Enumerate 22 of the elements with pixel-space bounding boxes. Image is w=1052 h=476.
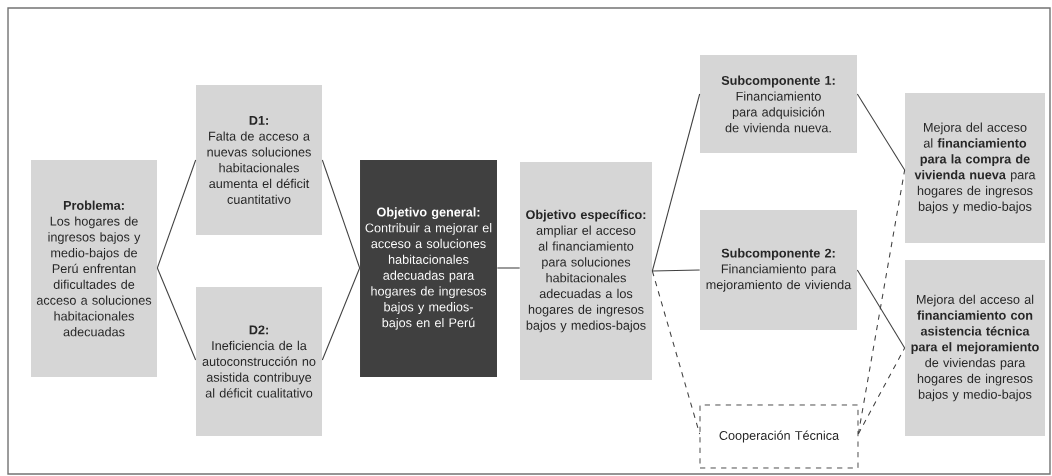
text-box: Subcomponente 2: Financiamiento para mejoramiento de vivienda (700, 210, 857, 330)
connector-line (857, 169, 906, 435)
connector-line (156, 159, 197, 269)
text-box: Mejora del acceso al financiamiento con asistencia técnica para el mejoramiento de viviendas para hogares de ingresos bajos y medio-bajos (905, 260, 1045, 436)
text-box: Problema: Los hogares de ingresos bajos y medio-bajos de Perú enfrentan dificultades de acceso a soluciones habitacionales adecuadas (31, 160, 157, 377)
connector-line (321, 159, 361, 269)
connector-line (651, 270, 701, 435)
dashed-box: Cooperación Técnica (699, 404, 859, 469)
connector-line (496, 267, 521, 269)
text-box: Subcomponente 1: Financiamiento para adquisición de vivienda nueva. (700, 55, 857, 153)
text-box: Objetivo específico: ampliar el acceso al financiamiento para soluciones habitacionales adecuadas a los hogares de ingresos bajos y medios-bajos (520, 162, 652, 380)
connector-line (857, 347, 906, 435)
text-box: D1: Falta de acceso a nuevas soluciones habitacionales aumenta el déficit cuantitativo (196, 85, 322, 235)
text-box: Mejora del acceso al financiamiento para la compra de vivienda nueva para hogares de ingresos bajos y medio-bajos (905, 93, 1045, 243)
connector-line (651, 93, 701, 272)
text-box: D2: Ineficiencia de la autoconstrucción no asistida contribuye al déficit cualitativo (196, 287, 322, 436)
connector-line (321, 267, 361, 361)
connector-line (156, 267, 197, 361)
connector-line (856, 269, 906, 349)
connector-line (651, 269, 701, 272)
highlighted-box: Objetivo general: Contribuir a mejorar el acceso a soluciones habitacionales adecuadas para hogares de ingresos bajos y medios-bajos en el Perú (360, 160, 497, 377)
connector-line (856, 93, 906, 171)
